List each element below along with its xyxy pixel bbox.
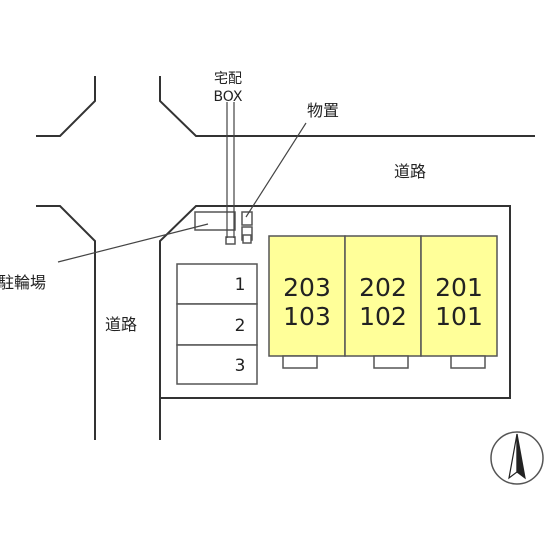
building (268, 235, 498, 369)
bicycle-parking-rect (194, 211, 236, 231)
parking-slot-1 (176, 263, 258, 305)
delivery-box-label: 宅配 (214, 71, 242, 87)
road-label-top: 道路 (394, 162, 426, 181)
unit-number-lower: 102 (359, 302, 407, 331)
facilities (194, 211, 253, 245)
storage-rect-small (242, 234, 252, 244)
unit-number-lower: 103 (283, 302, 331, 331)
unit-number-upper: 201 (435, 273, 483, 302)
unit-number-lower: 101 (435, 302, 483, 331)
delivery-box-rect (225, 236, 236, 245)
parking-area (176, 263, 258, 385)
bicycle-parking-label: 駐輪場 (0, 273, 46, 292)
unit-step-3 (450, 355, 486, 369)
leader-storage (245, 122, 307, 218)
unit-block-3 (420, 235, 498, 357)
unit-step-2 (373, 355, 409, 369)
leader-bicycle (57, 223, 209, 263)
site-boundary (159, 205, 511, 440)
road-edges (36, 76, 535, 440)
unit-block-1 (268, 235, 346, 357)
north-arrow-icon (490, 431, 544, 485)
road-edge-top-right (159, 76, 535, 137)
unit-number-upper: 202 (359, 273, 407, 302)
parking-slot-label: 1 (235, 275, 246, 295)
road-edge-top-left (36, 76, 96, 137)
parking-slot-label: 2 (235, 316, 246, 336)
unit-step-1 (282, 355, 318, 369)
storage-rect-upper (241, 211, 253, 226)
storage-label: 物置 (307, 101, 339, 120)
road-label-left: 道路 (105, 315, 137, 334)
leader-lines (57, 102, 307, 263)
road-edge-left (36, 205, 96, 440)
delivery-box-label: BOX (213, 89, 242, 105)
parking-slot-3 (176, 344, 258, 385)
unit-number-upper: 203 (283, 273, 331, 302)
parking-slot-label: 3 (235, 356, 246, 376)
